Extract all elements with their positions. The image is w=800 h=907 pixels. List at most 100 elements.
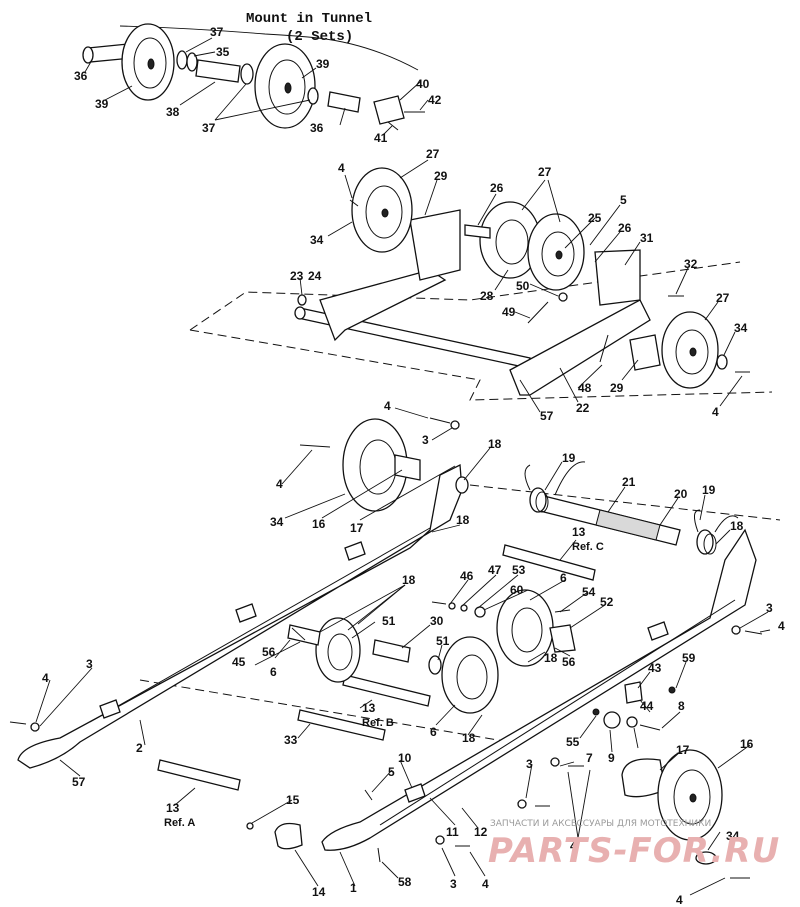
bolt-48 — [599, 334, 609, 363]
callout-24: 24 — [308, 269, 322, 283]
bolt-49 — [527, 301, 549, 324]
idler-wheel-6-left-rim — [327, 633, 353, 671]
callout-15: 15 — [286, 793, 300, 807]
callout-40: 40 — [416, 77, 430, 91]
rail-clip-right-10 — [404, 783, 426, 803]
idler-wheel-6-left — [315, 617, 361, 683]
ref-a-label: Ref. A — [164, 817, 195, 829]
cross-shaft-13-ref-b — [342, 674, 431, 707]
washer-37-b — [240, 63, 254, 85]
cross-shaft-13-ref-a — [157, 759, 241, 791]
callout-17: 17 — [676, 743, 690, 757]
callout-55: 55 — [566, 735, 580, 749]
callout-48: 48 — [578, 381, 592, 395]
idler-wheel-39-right-hub — [284, 82, 292, 94]
rear-idler-wheel-27-left — [351, 167, 413, 253]
torsion-spring-19-left-coil — [535, 491, 549, 513]
bushing-18-upper — [455, 476, 469, 494]
callout-28: 28 — [480, 289, 494, 303]
rail-link-outline-lower — [139, 679, 511, 743]
callout-4: 4 — [778, 619, 785, 633]
rail-clip-left-2 — [235, 603, 257, 623]
callout-3: 3 — [526, 757, 533, 771]
rail-link-outline-upper — [469, 484, 781, 521]
torsion-spring-19-right-arm — [694, 509, 701, 533]
callout-58: 58 — [398, 875, 412, 889]
bushing-44 — [603, 711, 621, 729]
callout-3: 3 — [766, 601, 773, 615]
callout-18: 18 — [456, 513, 470, 527]
torsion-spring-19-left — [529, 487, 547, 513]
watermark: ЗАПЧАСТИ И АКСЕССУАРЫ ДЛЯ МОТОТЕХНИКИ PA… — [488, 819, 780, 871]
callout-29: 29 — [434, 169, 448, 183]
callout-36: 36 — [310, 121, 324, 135]
callout-18: 18 — [730, 519, 744, 533]
leader-lines — [35, 37, 771, 896]
washer-47 — [448, 602, 456, 610]
callout-32: 32 — [684, 257, 698, 271]
rear-mount-plate-29-left — [409, 209, 461, 281]
callout-27: 27 — [426, 147, 440, 161]
washer-3-rail-right — [731, 625, 741, 635]
callout-18: 18 — [462, 731, 476, 745]
callout-56: 56 — [562, 655, 576, 669]
callout-8: 8 — [678, 699, 685, 713]
bearing-25 — [555, 250, 563, 260]
callout-35: 35 — [216, 45, 230, 59]
callout-60: 60 — [510, 583, 524, 597]
callout-13: 13 — [166, 801, 180, 815]
callout-4: 4 — [338, 161, 345, 175]
bolt-4-rail-left — [9, 721, 27, 725]
tunnel-mount-group: Mount in Tunnel (2 Sets) — [82, 11, 425, 131]
callout-26: 26 — [618, 221, 632, 235]
callout-42: 42 — [428, 93, 442, 107]
callout-6: 6 — [430, 725, 437, 739]
washer-37-a — [176, 50, 188, 70]
bolt-4-top — [429, 417, 451, 424]
rear-idler-wheel-27-left-rim — [365, 185, 403, 239]
rear-idler-group — [189, 167, 773, 401]
callout-19: 19 — [702, 483, 716, 497]
spacer-26 — [464, 224, 491, 239]
callout-27: 27 — [538, 165, 552, 179]
callout-2: 2 — [136, 741, 143, 755]
rear-mount-plate-31 — [594, 249, 641, 306]
callout-4: 4 — [384, 399, 391, 413]
callout-56: 56 — [262, 645, 276, 659]
ref-b-label: Ref. B — [362, 717, 394, 729]
callout-16: 16 — [312, 517, 326, 531]
torsion-spring-19-right — [696, 529, 714, 555]
spacer-38 — [195, 59, 241, 83]
block-52 — [549, 624, 576, 653]
callout-41: 41 — [374, 131, 388, 145]
axle-stub-56 — [287, 624, 321, 646]
torsion-spring-19-right-hook — [714, 515, 739, 533]
callout-11: 11 — [446, 825, 459, 839]
watermark-logo: PARTS-FOR.RU — [488, 831, 780, 871]
callout-1: 1 — [350, 881, 357, 895]
bracket-40 — [373, 95, 405, 125]
callout-54: 54 — [582, 585, 596, 599]
washer-9 — [626, 716, 638, 728]
idler-wheel-39-left-rim — [133, 37, 167, 89]
washer-34-lower — [695, 851, 717, 865]
cap-23 — [297, 294, 307, 306]
block-43 — [624, 681, 643, 704]
callout-51: 51 — [436, 634, 450, 648]
rail-clip-right-2 — [647, 621, 669, 641]
cross-shaft-33 — [297, 709, 386, 741]
callout-numbers: 36 39 37 35 38 37 39 36 40 42 41 4 27 29… — [42, 25, 785, 907]
spacer-36-left-end — [82, 46, 94, 64]
callout-34: 34 — [270, 515, 284, 529]
callout-10: 10 — [398, 751, 412, 765]
rail-clip-left-3 — [344, 541, 366, 561]
callout-34: 34 — [310, 233, 324, 247]
bolt-46 — [431, 601, 447, 605]
washer-3-rail-left — [30, 722, 40, 732]
slide-rail-2-left — [17, 463, 463, 769]
callout-6: 6 — [560, 571, 567, 585]
washer-34-rear — [716, 354, 728, 370]
spring-shaft-sleeve-21 — [595, 509, 661, 541]
callout-4: 4 — [712, 405, 719, 419]
